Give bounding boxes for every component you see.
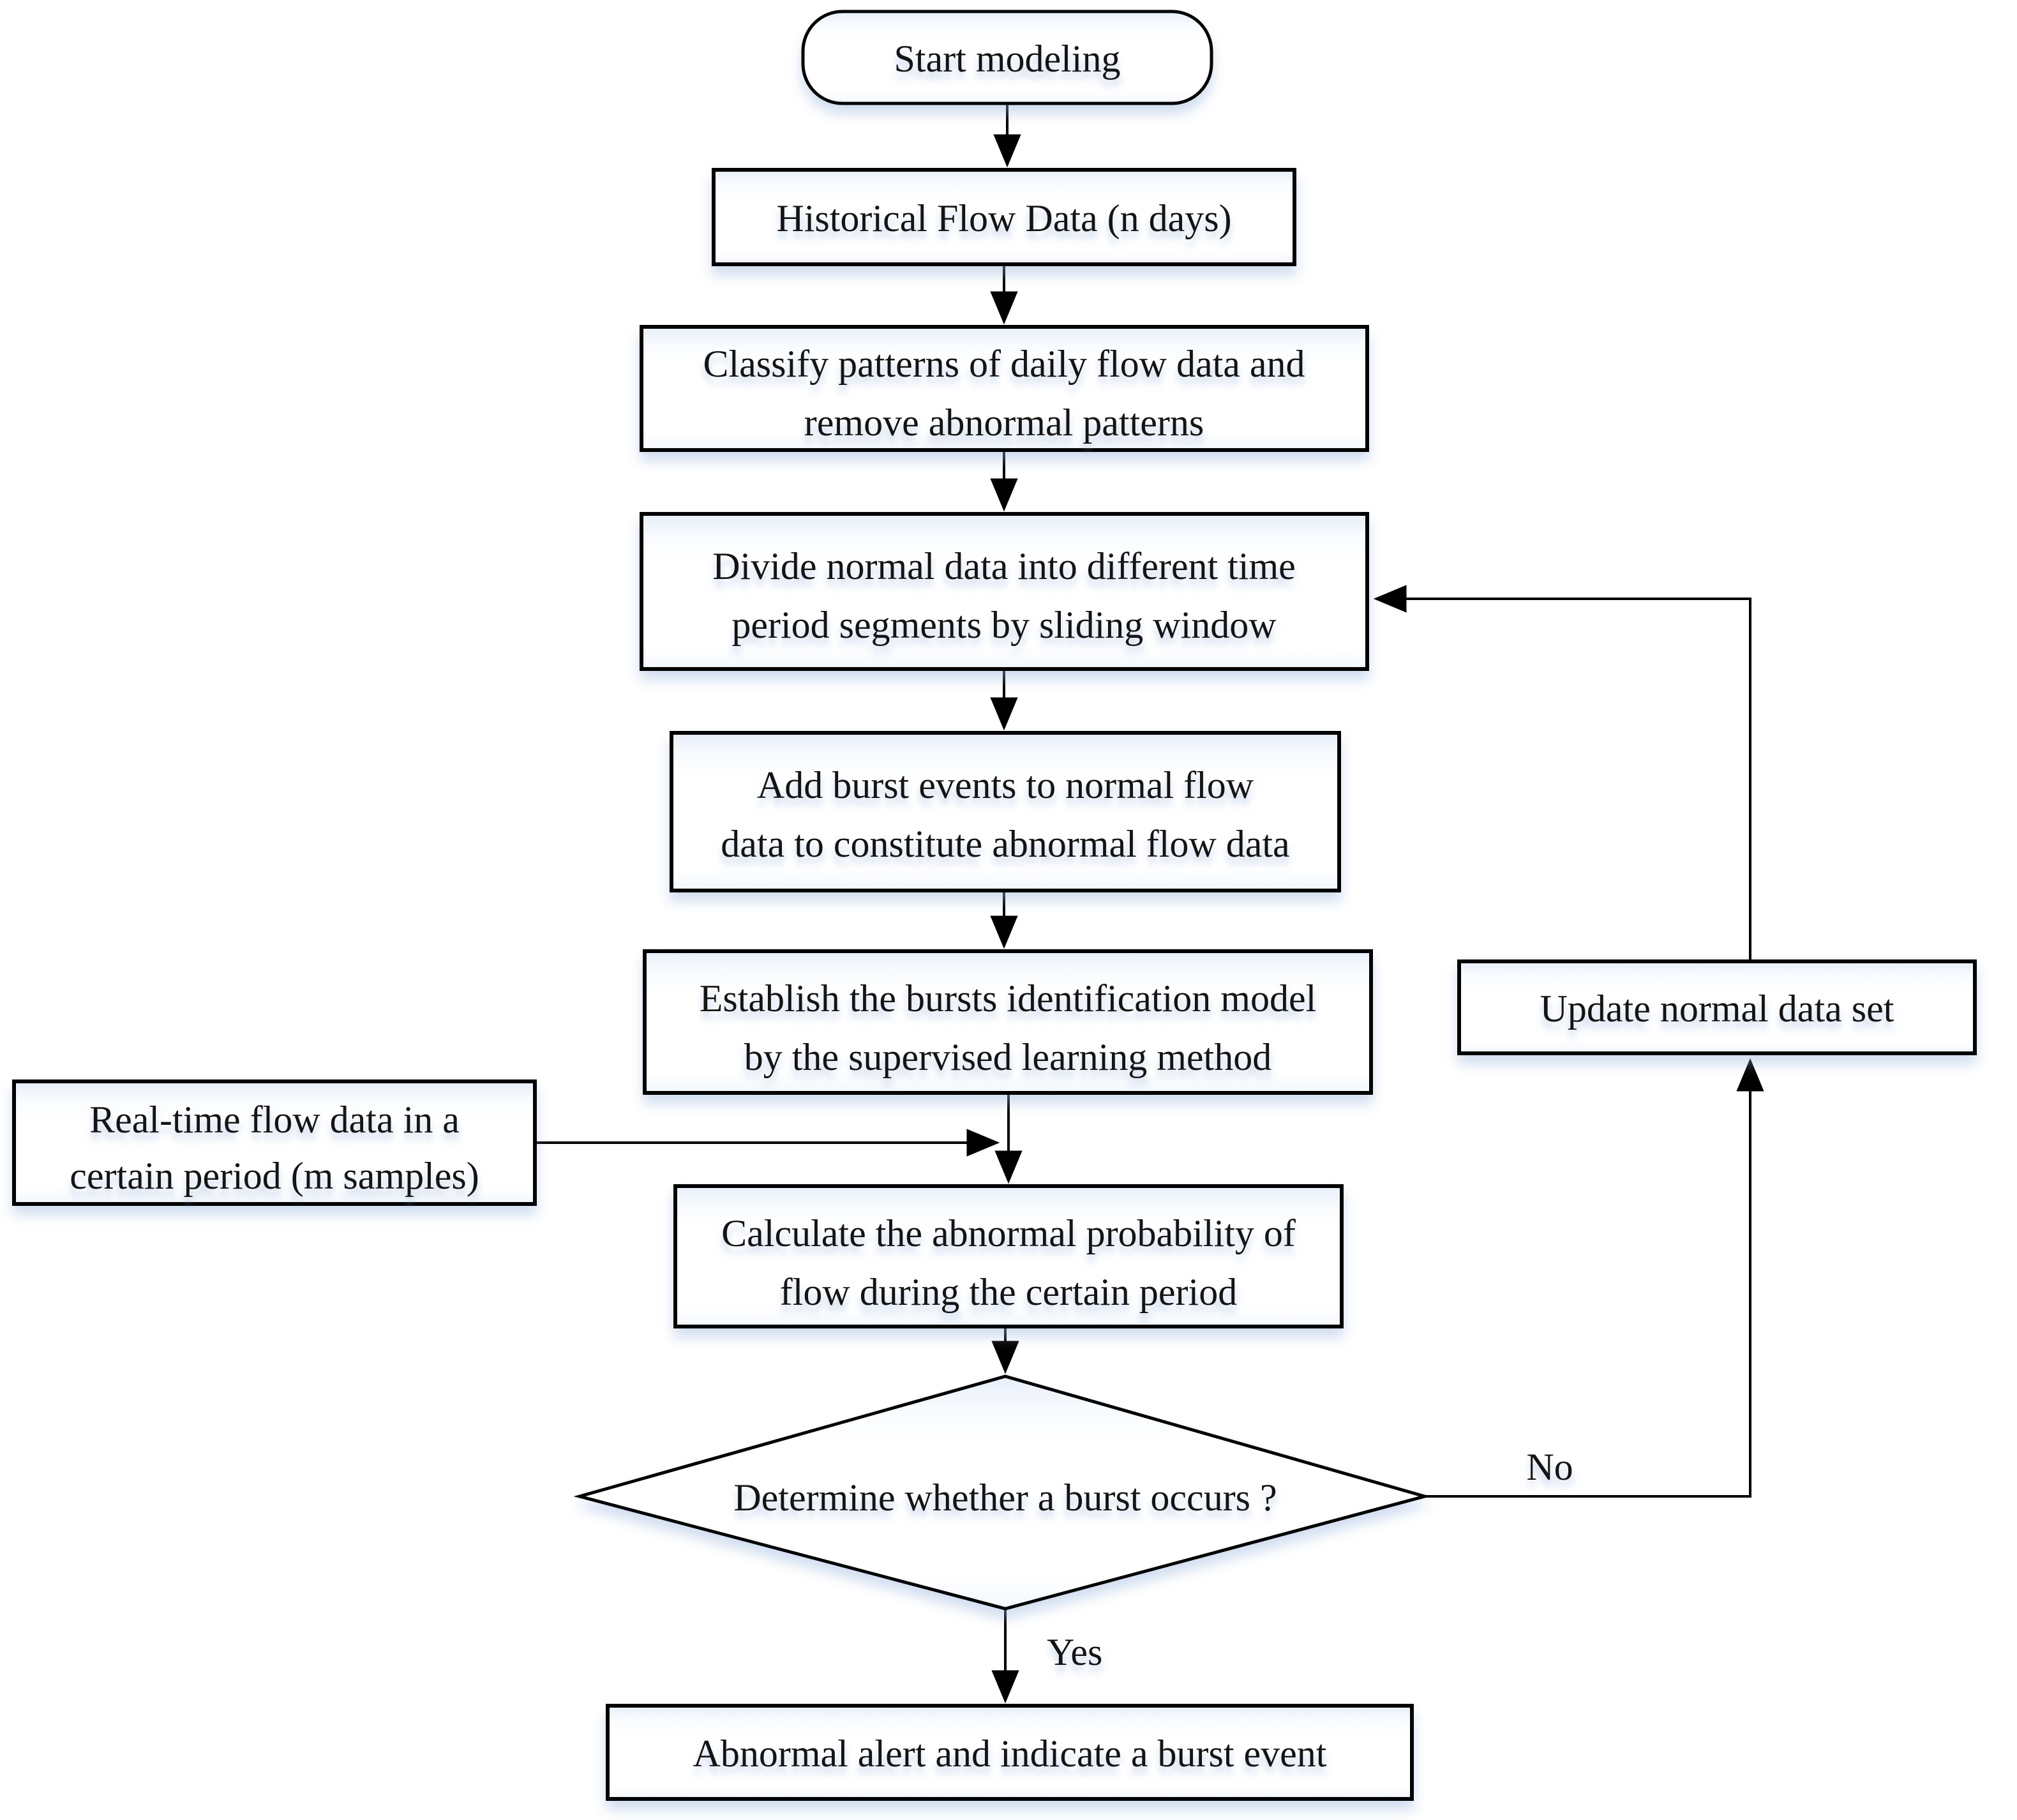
burst-decision-label: Determine whether a burst occurs ? <box>733 1477 1277 1519</box>
realtime-data-label-line2: certain period (m samples) <box>70 1155 479 1197</box>
calculate-probability-label-line2: flow during the certain period <box>780 1271 1237 1313</box>
establish-model-label-line2: by the supervised learning method <box>744 1036 1271 1078</box>
abnormal-alert-label: Abnormal alert and indicate a burst even… <box>693 1733 1327 1775</box>
classify-patterns-label-line2: remove abnormal patterns <box>804 402 1204 444</box>
yes-edge-label: Yes <box>1047 1631 1102 1673</box>
establish-model-box <box>643 949 1373 1095</box>
add-burst-events-box <box>670 731 1341 892</box>
no-edge-label: No <box>1526 1446 1573 1488</box>
historical-data-box <box>712 168 1296 266</box>
realtime-data-label-line1: Real-time flow data in a <box>89 1099 460 1141</box>
update-dataset-label: Update normal data set <box>1540 988 1894 1030</box>
arrow-update-to-divide-feedback <box>1373 585 1751 961</box>
historical-data-label: Historical Flow Data (n days) <box>776 197 1231 239</box>
start-terminator <box>801 10 1213 105</box>
establish-model-label-line1: Establish the bursts identification mode… <box>700 977 1317 1019</box>
divide-data-label-line2: period segments by sliding window <box>731 604 1277 646</box>
burst-decision-diamond <box>573 1374 1431 1611</box>
classify-patterns-box <box>640 325 1369 452</box>
realtime-data-box <box>12 1079 537 1206</box>
calculate-probability-box <box>673 1184 1344 1328</box>
divide-data-label-line1: Divide normal data into different time <box>712 545 1296 587</box>
abnormal-alert-box <box>606 1704 1414 1801</box>
classify-patterns-label-line1: Classify patterns of daily flow data and <box>703 343 1305 385</box>
arrow-decision-no-to-update <box>1425 1058 1764 1498</box>
add-burst-events-label-line1: Add burst events to normal flow <box>757 764 1254 806</box>
start-label: Start modeling <box>894 38 1121 80</box>
divide-data-box <box>640 512 1369 671</box>
calculate-probability-label-line1: Calculate the abnormal probability of <box>721 1212 1296 1254</box>
add-burst-events-label-line2: data to constitute abnormal flow data <box>721 823 1289 865</box>
update-dataset-box <box>1457 959 1977 1055</box>
